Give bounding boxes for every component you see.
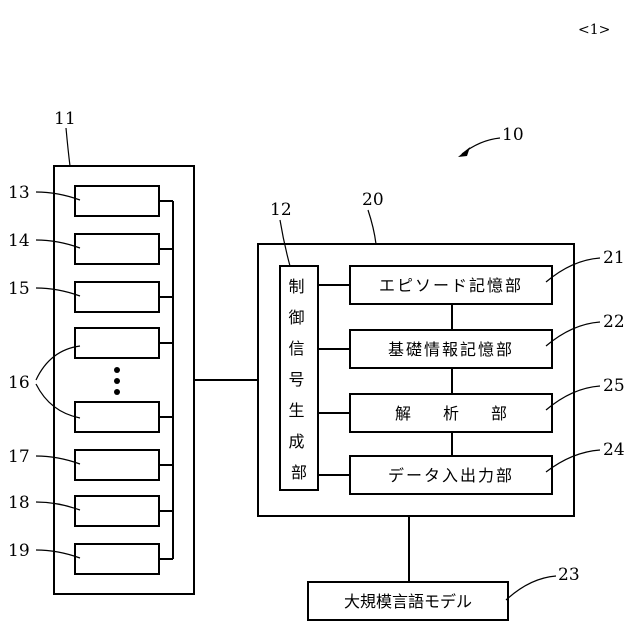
- ellipsis-dot: [114, 367, 120, 373]
- device-slot-15: [75, 282, 159, 312]
- device-slot-18: [75, 496, 159, 526]
- slot-ref-15: 15: [8, 279, 30, 299]
- slot-ref-14: 14: [8, 231, 30, 251]
- device-slot-16a: [75, 328, 159, 358]
- device-slot-16b: [75, 402, 159, 432]
- module-ref-22: 22: [603, 312, 625, 332]
- control-unit-char: 御: [288, 308, 304, 327]
- slot-ref-17: 17: [8, 447, 30, 467]
- device-slot-19: [75, 544, 159, 574]
- slot-ref-13: 13: [8, 183, 30, 203]
- device-slot-13: [75, 186, 159, 216]
- slot-ref-19: 19: [8, 541, 30, 561]
- system-ref-label: 10: [502, 125, 524, 145]
- control-unit-char: 部: [291, 463, 307, 482]
- device-slot-14: [75, 234, 159, 264]
- module-ref-24: 24: [603, 440, 625, 460]
- slot-ref-18: 18: [8, 493, 30, 513]
- module-label-22: 基礎情報記憶部: [388, 340, 514, 359]
- control-unit-char: 信: [288, 339, 304, 358]
- module-ref-21: 21: [603, 248, 625, 268]
- control-unit-char: 制: [288, 277, 304, 296]
- control-unit-char: 号: [288, 370, 304, 389]
- control-unit-char: 成: [288, 432, 304, 451]
- slot-ref-16: 16: [8, 373, 30, 393]
- ellipsis-dot: [114, 378, 120, 384]
- module-ref-25: 25: [603, 376, 625, 396]
- llm-ref: 23: [558, 565, 580, 585]
- server-block-leader: [368, 210, 376, 244]
- module-label-21: エピソード記憶部: [379, 276, 523, 295]
- control-unit-char: 生: [288, 401, 304, 420]
- llm-leader: [506, 576, 556, 600]
- control-unit-ref: 12: [270, 200, 292, 220]
- server-block-ref: 20: [362, 190, 384, 210]
- ellipsis-dot: [114, 389, 120, 395]
- module-label-24: データ入出力部: [388, 466, 514, 485]
- device-slot-17: [75, 450, 159, 480]
- device-block-ref: 11: [54, 109, 76, 129]
- device-block-leader: [66, 128, 70, 166]
- module-label-25: 解 析 部: [395, 404, 507, 423]
- page-number: <1>: [578, 22, 610, 38]
- llm-label: 大規模言語モデル: [344, 592, 472, 611]
- system-ref-arrowhead: [458, 147, 470, 157]
